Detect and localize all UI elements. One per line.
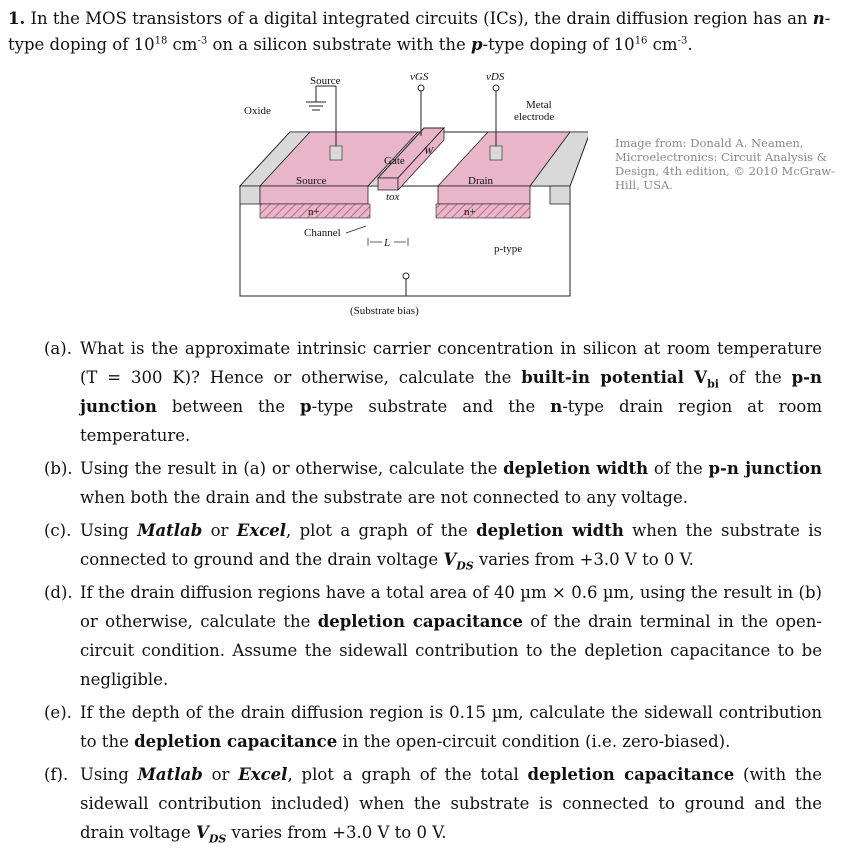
label-source-top: Source [310, 75, 341, 87]
label-p-type: p-type [494, 243, 522, 255]
label-metal-1: Metal [526, 99, 552, 111]
label-drain: Drain [468, 175, 494, 187]
sub-questions: (a). What is the approximate intrinsic c… [44, 334, 822, 851]
label-vds: vDS [486, 71, 505, 83]
label-channel: Channel [304, 227, 341, 239]
label-substrate-bias: (Substrate bias) [350, 305, 419, 317]
label-source: Source [296, 175, 327, 187]
label-vgs: vGS [410, 71, 429, 83]
part-c: (c). Using Matlab or Excel, plot a graph… [44, 521, 822, 573]
label-n-left: n+ [308, 206, 320, 218]
part-e: (e). If the depth of the drain diffusion… [44, 703, 822, 751]
label-gate: Gate [384, 155, 405, 167]
part-b: (b). Using the result in (a) or otherwis… [44, 459, 822, 507]
question-intro: 1. In the MOS transistors of a digital i… [8, 9, 831, 54]
label-l: L [383, 237, 390, 249]
mos-transistor-diagram: Source vGS vDS Oxide Metal electrode Gat… [238, 71, 588, 317]
question-number: 1. [8, 9, 26, 28]
n-plus-right [435, 203, 531, 219]
label-w: W [424, 145, 434, 157]
part-d: (d). If the drain diffusion regions have… [44, 583, 822, 689]
n-plus-left [259, 203, 371, 219]
label-oxide: Oxide [244, 105, 271, 117]
label-tox: tox [386, 191, 400, 203]
figure-credit: Image from: Donald A. Neamen, Microelect… [615, 136, 836, 192]
label-n-right: n+ [464, 206, 476, 218]
label-metal-2: electrode [514, 111, 554, 123]
part-a: (a). What is the approximate intrinsic c… [44, 339, 822, 445]
part-f: (f). Using Matlab or Excel, plot a graph… [44, 765, 822, 846]
